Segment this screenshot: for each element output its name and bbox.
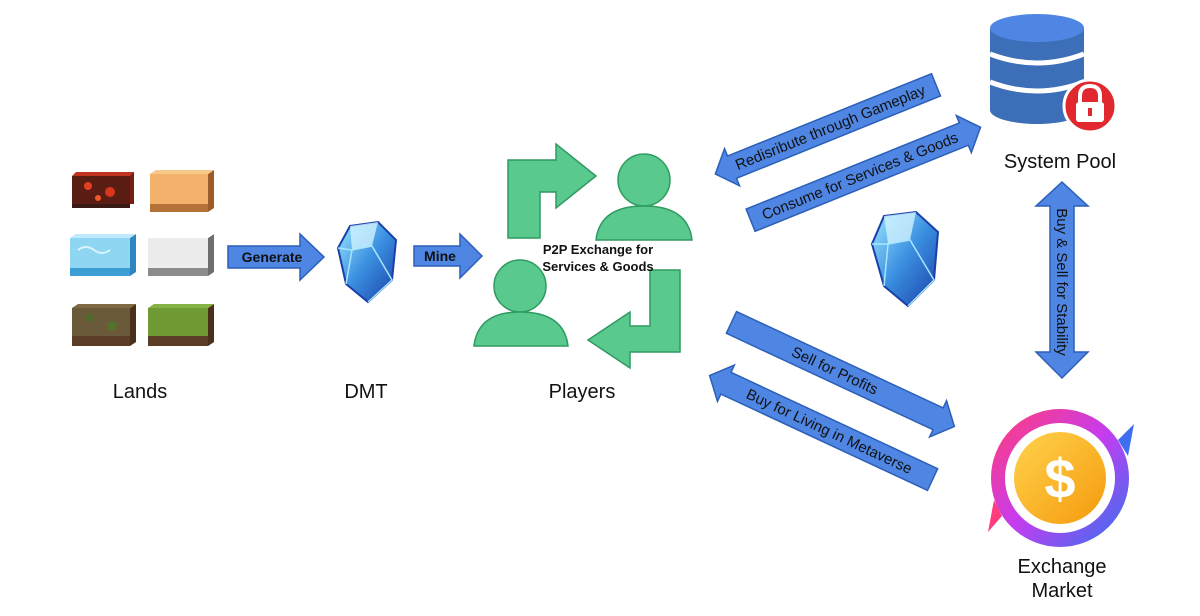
p2p-bent-arrow-bottom bbox=[586, 269, 681, 370]
land-tile-grass bbox=[148, 304, 214, 346]
redistribute-arrow: Redisribute through Gameplay bbox=[714, 72, 942, 188]
dmt-crystal-icon bbox=[870, 210, 940, 308]
dmt-label: DMT bbox=[344, 381, 387, 403]
players-cluster: P2P Exchange for Services & Goods bbox=[473, 142, 693, 370]
land-tile-lava bbox=[72, 172, 134, 208]
generate-arrow-label: Generate bbox=[242, 249, 303, 265]
sell-arrow-label: Sell for Profits bbox=[789, 344, 881, 399]
buy-arrow: Buy for Living in Metaverse bbox=[708, 363, 939, 492]
dmt-crystal-icon bbox=[336, 220, 398, 304]
players-label: Players bbox=[549, 381, 616, 403]
stability-arrow: Buy & Sell for Stability bbox=[1034, 180, 1090, 380]
user-icon bbox=[595, 153, 693, 241]
land-tile-dirt bbox=[72, 304, 136, 346]
stability-arrow-label: Buy & Sell for Stability bbox=[1053, 208, 1070, 356]
p2p-label-line1: P2P Exchange for bbox=[543, 242, 653, 257]
system-pool-label: System Pool bbox=[1004, 151, 1116, 173]
land-tile-sand bbox=[150, 170, 214, 212]
mine-arrow-label: Mine bbox=[424, 248, 456, 264]
consume-arrow: Consume for Services & Goods bbox=[745, 113, 982, 233]
user-icon bbox=[473, 259, 569, 347]
generate-arrow: Generate bbox=[227, 232, 326, 282]
land-tile-snow bbox=[148, 234, 214, 276]
p2p-bent-arrow-top bbox=[507, 142, 598, 239]
svg-text:$: $ bbox=[1044, 447, 1075, 510]
mine-arrow: Mine bbox=[413, 232, 484, 280]
sell-arrow: Sell for Profits bbox=[725, 310, 956, 439]
lock-icon bbox=[1062, 78, 1118, 134]
exchange-market-label-line1: Exchange bbox=[1018, 556, 1107, 578]
lands-label: Lands bbox=[113, 381, 168, 403]
p2p-label-line2: Services & Goods bbox=[542, 259, 653, 274]
dollar-exchange-icon: $ bbox=[988, 409, 1134, 547]
land-tiles bbox=[70, 170, 214, 346]
exchange-market-label-line2: Market bbox=[1031, 580, 1093, 602]
land-tile-water bbox=[70, 234, 136, 276]
